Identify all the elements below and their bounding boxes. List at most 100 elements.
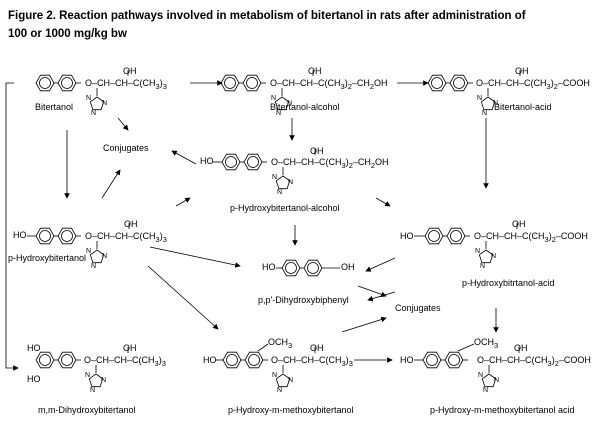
s3-ring-1 <box>427 74 447 92</box>
s4-ring-1 <box>221 153 241 171</box>
triazole-n-label: N <box>85 372 90 379</box>
s8-chain: O–CH–CH–C(CH3)3 <box>84 355 166 368</box>
label-p-hydroxy-m-methoxybitertanol: p-Hydroxy-m-methoxybitertanol <box>228 405 354 415</box>
s6-ho: HO <box>400 231 414 241</box>
arrow-bitertanol-to-conjugates <box>117 117 129 131</box>
s7-oh: OH <box>341 262 355 272</box>
label-bitertanol-acid: Bitertanol-acid <box>494 102 552 112</box>
s6-chain: O–CH–CH–C(CH3)2–COOH <box>474 231 588 244</box>
label-bitertanol-alcohol: Bitertanol-alcohol <box>270 102 340 112</box>
triazole-n-label: N <box>277 387 282 394</box>
s4-ho: HO <box>200 156 214 166</box>
figure-title-line-2: 100 or 1000 mg/kg bw <box>8 28 127 40</box>
label-p-hydroxybitertanol: p-Hydroxybitertanol <box>8 253 87 263</box>
s6-oh: OH <box>512 219 526 229</box>
s5-triazole: NNN <box>86 248 107 270</box>
s10-och3: OCH3 <box>474 337 499 350</box>
arrow-p-hydroxy-acid-to-biphenyl <box>365 257 396 272</box>
s10-ho: HO <box>400 355 414 365</box>
arrow-p-hydroxy-alcohol-to-conjugates <box>171 150 197 165</box>
triazole-n-label: N <box>494 377 499 384</box>
triazole-n-label: N <box>102 100 107 107</box>
triazole-n-label: N <box>288 377 293 384</box>
label-mm-dihydroxybitertanol: m,m-Dihydroxybitertanol <box>38 405 136 415</box>
s4-chain: O–CH–CH–C(CH3)2–CH2OH <box>271 157 389 170</box>
s7-ring-2 <box>303 259 323 277</box>
s1-oh: OH <box>123 66 137 76</box>
s9-ho: HO <box>203 355 217 365</box>
arrow-p-hydroxy-to-biphenyl <box>149 246 241 268</box>
s5-ho: HO <box>13 230 27 240</box>
arrow-p-hydroxy-to-conjugates <box>101 169 121 199</box>
label-dihydroxybiphenyl: p,p'-Dihydroxybiphenyl <box>258 295 349 305</box>
s1-chain: O–CH–CH–C(CH3)3 <box>85 78 167 91</box>
triazole-n-label: N <box>491 253 496 260</box>
triazole-n-label: N <box>277 189 282 196</box>
arrow-biphenyl-to-conjugates <box>357 285 387 298</box>
label-p-hydroxybitertanol-alcohol: p-Hydroxybitertanol-alcohol <box>230 203 340 213</box>
triazole-n-label: N <box>102 253 107 260</box>
triazole-n-label: N <box>480 263 485 270</box>
s10-ring-2 <box>444 351 464 369</box>
triazole-n-label: N <box>272 174 277 181</box>
s2-triazole: NNN <box>271 95 292 117</box>
s10-och3-bond <box>457 343 475 352</box>
s8-ring-2 <box>57 351 77 369</box>
s9-chain: O–CH–CH–C(CH3)3 <box>271 355 353 368</box>
label-p-hydroxybitertanol-acid: p-Hydroxybitrtanol-acid <box>462 278 555 288</box>
s1-ring-1 <box>35 74 55 92</box>
label-conjugates-1: Conjugates <box>103 143 149 153</box>
s8-ho-bottom: HO <box>27 374 41 384</box>
s3-oh: OH <box>515 66 529 76</box>
triazole-n-label: N <box>477 95 482 102</box>
s8-ho-top: HO <box>27 343 41 353</box>
s9-ring-1 <box>222 351 242 369</box>
s4-ring-2 <box>243 153 263 171</box>
s4-oh: OH <box>310 146 324 156</box>
s4-triazole: NNN <box>272 174 293 196</box>
arrow-p-hydroxy-to-p-hydroxy-alcohol <box>175 197 191 207</box>
s7-ring-1 <box>281 259 301 277</box>
triazole-n-label: N <box>483 387 488 394</box>
s10-oh: OH <box>514 343 528 353</box>
s6-triazole: NNN <box>475 248 496 270</box>
arrow-bitertanol-to-mm-dihydroxy <box>5 82 19 371</box>
triazole-n-label: N <box>288 179 293 186</box>
s2-chain: O–CH–CH–C(CH3)2–CH2OH <box>270 78 388 91</box>
label-bitertanol: Bitertanol <box>35 102 74 112</box>
s9-oh: OH <box>310 343 324 353</box>
s8-ring-1 <box>35 351 55 369</box>
s9-triazole: NNN <box>272 372 293 394</box>
s8-triazole: NNN <box>85 372 106 394</box>
s10-ring-1 <box>422 351 442 369</box>
s6-ring-1 <box>424 227 444 245</box>
arrow-p-hydroxy-alcohol-to-p-hydroxy-acid <box>375 197 391 207</box>
triazole-n-label: N <box>91 110 96 117</box>
s2-ring-1 <box>220 74 240 92</box>
arrow-acid-to-conjugates <box>367 291 396 302</box>
s1-triazole: NNN <box>86 95 107 117</box>
s7-ho: HO <box>262 262 276 272</box>
triazole-n-label: N <box>276 110 281 117</box>
triazole-n-label: N <box>482 110 487 117</box>
triazole-n-label: N <box>271 95 276 102</box>
label-conjugates-2: Conjugates <box>395 303 441 313</box>
s9-och3: OCH3 <box>268 337 293 350</box>
s5-chain: O–CH–CH–C(CH3)3 <box>85 231 167 244</box>
triazole-n-label: N <box>90 387 95 394</box>
s2-ring-2 <box>242 74 262 92</box>
triazole-n-label: N <box>101 377 106 384</box>
figure-title: Figure 2. Reaction pathways involved in … <box>8 7 526 43</box>
triazole-n-label: N <box>86 95 91 102</box>
s10-chain: O–CH–CH–C(CH3)2–COOH <box>477 355 591 368</box>
label-p-hydroxy-m-methoxybitertanol-acid: p-Hydroxy-m-methoxybitertanol acid <box>430 405 575 415</box>
s2-oh: OH <box>308 66 322 76</box>
s3-chain: O–CH–CH–C(CH3)2–COOH <box>476 78 590 91</box>
s6-ring-2 <box>446 227 466 245</box>
s9-och3-bond <box>257 343 269 352</box>
triazole-n-label: N <box>91 263 96 270</box>
s1-ring-2 <box>57 74 77 92</box>
triazole-n-label: N <box>272 372 277 379</box>
figure-title-line-1: Figure 2. Reaction pathways involved in … <box>8 10 526 22</box>
